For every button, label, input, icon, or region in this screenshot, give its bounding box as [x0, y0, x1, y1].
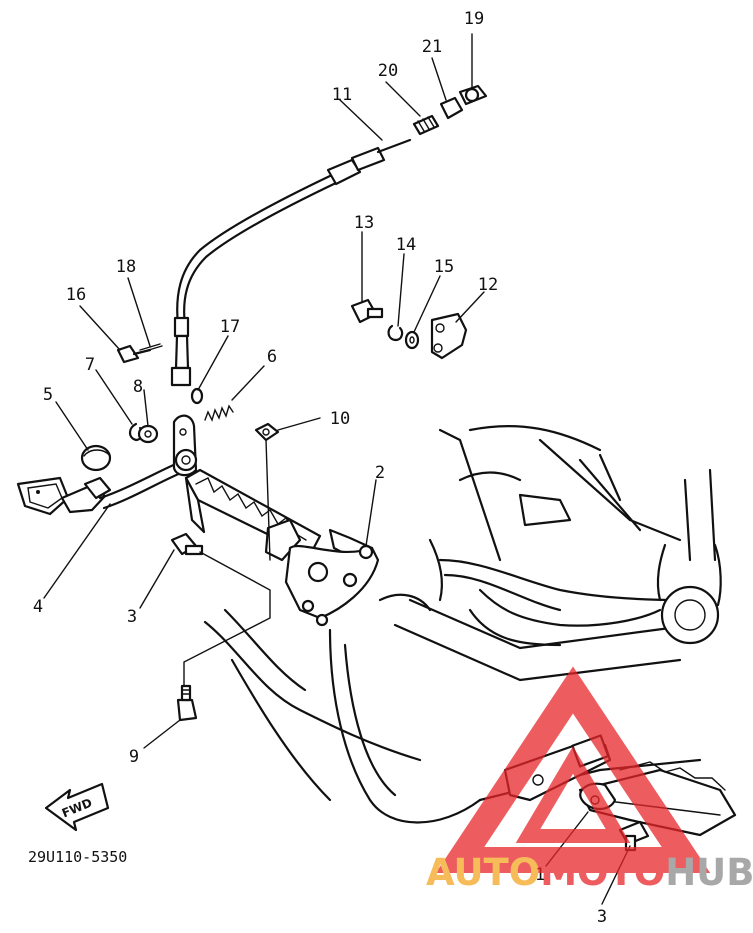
cap-5: [80, 444, 112, 472]
callout-16: 16: [66, 285, 86, 305]
fwd-arrow: FWD: [44, 782, 110, 832]
callout-14: 14: [396, 235, 416, 255]
callout-6: 6: [267, 347, 277, 367]
locknut-21: [439, 96, 464, 120]
watermark-part-auto: AUTO: [426, 851, 540, 894]
watermark-text: AUTOMOTOHUB: [426, 851, 753, 894]
watermark-triangle-logo: [435, 666, 711, 873]
washer-15: [404, 330, 420, 350]
watermark-part-hub: HUB: [665, 851, 753, 894]
callout-20: 20: [378, 61, 398, 81]
assembly-line-10: [265, 439, 271, 561]
drawing-code: 29U110-5350: [28, 848, 127, 866]
callout-21: 21: [422, 37, 442, 57]
return-spring-6: [204, 404, 234, 422]
callout-11: 11: [332, 85, 352, 105]
callout-17: 17: [220, 317, 240, 337]
nut-10: [254, 422, 280, 442]
callout-9: 9: [129, 747, 139, 767]
callout-12: 12: [478, 275, 498, 295]
clevis-19: [458, 84, 488, 106]
callout-19: 19: [464, 9, 484, 29]
callout-1: 1: [535, 865, 545, 885]
callout-3-right: 3: [597, 907, 607, 927]
callout-4: 4: [33, 597, 43, 617]
callout-18: 18: [116, 257, 136, 277]
callout-7: 7: [85, 355, 95, 375]
callout-10: 10: [330, 409, 350, 429]
bolt-9: [176, 684, 198, 722]
brake-pedal-4: [16, 414, 198, 516]
frame: [203, 424, 722, 824]
brake-rod-bracket-12: [430, 312, 468, 360]
bolt-13: [350, 298, 384, 324]
callout-2: 2: [375, 463, 385, 483]
callout-8: 8: [133, 377, 143, 397]
watermark: AUTOMOTOHUB: [426, 666, 753, 894]
callout-5: 5: [43, 385, 53, 405]
adjuster-20: [412, 114, 440, 136]
washer-17: [190, 387, 204, 405]
callout-15: 15: [434, 257, 454, 277]
washer-8: [137, 424, 159, 444]
watermark-part-moto: MOTO: [540, 851, 665, 894]
callout-3-left: 3: [127, 607, 137, 627]
left-footrest-2: [184, 468, 380, 627]
circlip-14: [387, 324, 404, 342]
bolt-3-left: [170, 532, 204, 556]
assembly-line-9: [183, 551, 271, 687]
brake-cable: [170, 138, 412, 387]
leader-lines: [43, 33, 631, 905]
cotter-pin-18: [139, 343, 163, 353]
callout-13: 13: [354, 213, 374, 233]
callouts: 1 2 3 3 4 5 6 7 8 9 10 11 12 13 14 15 16…: [33, 9, 607, 927]
